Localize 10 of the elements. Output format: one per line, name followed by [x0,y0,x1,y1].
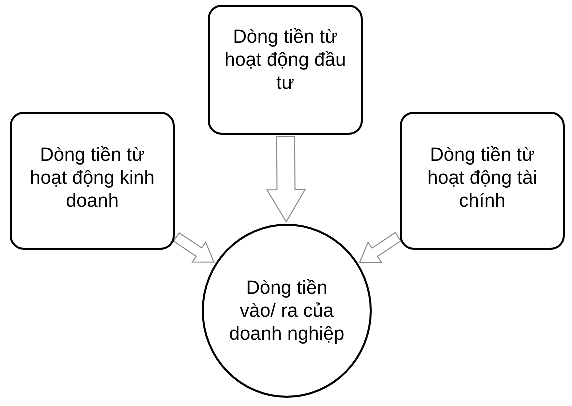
node-label: Dòng tiền từ hoạt động tài chính [426,144,538,212]
rounded-box [10,112,175,250]
block-arrow [359,232,402,264]
rounded-box [208,5,363,135]
node-label: Dòng tiền từ hoạt động kinh doanh [29,144,156,212]
block-arrow [266,136,306,223]
node-label: Dòng tiền vào/ ra của doanh nghiệp [228,276,346,346]
node-label: Dòng tiền từ hoạt động đầu tư [224,26,348,94]
block-arrow [173,232,215,263]
rounded-box [400,112,565,250]
